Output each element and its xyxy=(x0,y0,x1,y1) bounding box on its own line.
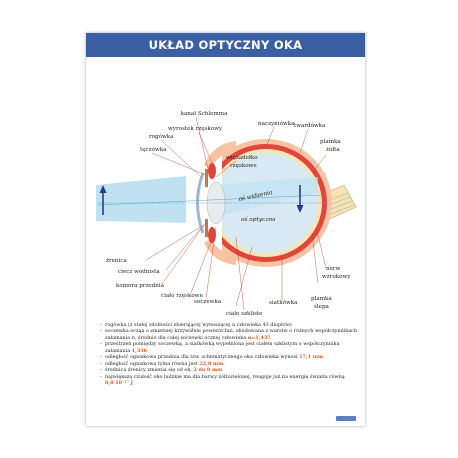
label-wyrostek-rzeskowy: wyrostek rzęskowy xyxy=(168,126,223,132)
iris-top xyxy=(205,169,208,187)
label-wiezadelko-1: więzadełko xyxy=(226,155,258,161)
poster-title: UKŁAD OPTYCZNY OKA xyxy=(86,33,365,57)
ciliary-body-bottom xyxy=(208,227,216,243)
fact-item: średnica źrenicy zmienia się od ok. 2 do… xyxy=(100,367,358,374)
label-cialo-rzeskowe: ciało rzęskowe xyxy=(161,293,204,299)
label-nerw-wzrokowy-1: nerw xyxy=(326,266,341,272)
label-teczowka: tęczówka xyxy=(140,146,167,153)
poster: UKŁAD OPTYCZNY OKA xyxy=(86,33,365,426)
object-arrow-head xyxy=(99,185,107,193)
label-cialo-szkliste: ciało szkliste xyxy=(226,311,263,317)
fact-item: odległość ogniskowa tylna równa jest 22,… xyxy=(100,360,358,368)
optic-nerve-fibers xyxy=(321,192,355,216)
visual-axis-line xyxy=(97,194,323,206)
fact-value: 17,1 mm xyxy=(299,354,324,361)
fact-value: 1,336 xyxy=(131,347,148,354)
fact-item: soczewka ocząa o zmiennej krzywiźnie pow… xyxy=(100,328,358,341)
label-soczewka: soczewka xyxy=(194,299,222,305)
label-kanal-schlemma: kanał Schlemma xyxy=(181,111,229,117)
light-beam xyxy=(96,175,196,223)
label-rogowka: rogówka xyxy=(149,133,174,140)
front-sclera-bottom xyxy=(204,239,236,265)
eye-diagram: kanał Schlemma wyrostek rzęskowy naczyni… xyxy=(96,111,357,317)
label-nerw-wzrokowy-2: wzrokowy xyxy=(322,274,351,280)
ciliary-body-top xyxy=(208,163,216,179)
leader-lines xyxy=(145,116,327,311)
label-siatkowka: siatkówka xyxy=(269,299,298,306)
publisher-logo xyxy=(336,416,356,421)
facts-list: rogówka (z stałej zdolności zbierającej … xyxy=(100,322,358,387)
label-plamka-zolta-1: plamka xyxy=(320,139,341,145)
fact-item: największą czułość oko ludzkie ma dla ba… xyxy=(100,374,358,387)
fact-value: n=1,437 xyxy=(247,334,271,341)
label-komora-przednia: komora przednia xyxy=(116,283,165,289)
label-zrenica: źrenica xyxy=(106,257,127,264)
label-naczyniowka: naczyniówka xyxy=(258,120,295,127)
label-wiezadelko-2: rzęskowe xyxy=(230,163,257,169)
beam-inside-eye xyxy=(214,177,318,217)
label-ciecz-wodnista: ciecz wodnista xyxy=(118,269,160,275)
fact-value: 22,8 mm xyxy=(199,360,224,367)
front-sclera-top xyxy=(204,141,236,169)
label-twardowka: twardówka xyxy=(294,122,326,129)
fact-item: rogówka (z stałej zdolności zbierającej … xyxy=(100,322,358,329)
label-plamka-zolta-2: żółta xyxy=(326,146,340,153)
fact-value: 0,8·10⁻¹⁷ J xyxy=(105,380,133,387)
image-arrow-head xyxy=(296,205,304,213)
fact-item: przestrzeń pomiędzy soczewką, a siatkówk… xyxy=(100,341,358,354)
fact-value: 2 do 8 mm xyxy=(193,367,223,374)
label-plamka-slepa-1: plamka xyxy=(311,296,332,302)
iris-bottom xyxy=(205,219,208,237)
label-os-optyczna: oś optyczna xyxy=(241,216,276,223)
fact-item: odległość ogniskowa przednia dla tzw. sc… xyxy=(100,354,358,361)
label-plamka-slepa-2: ślepa xyxy=(314,303,330,310)
